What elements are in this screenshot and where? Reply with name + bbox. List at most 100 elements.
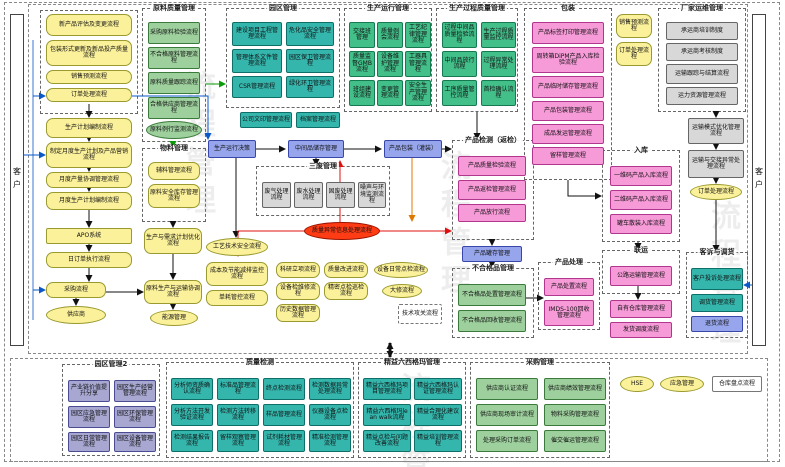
process-box[interactable]: 周转箱DiPM产品入库检验流程 [532, 47, 604, 73]
process-box[interactable]: 成本及节能减排监控流程 [206, 262, 268, 286]
process-box[interactable]: 采购流程 [46, 282, 106, 298]
process-box[interactable]: 供应商现场审计流程 [476, 404, 538, 426]
process-box[interactable]: 分析方法开发验证流程 [171, 404, 213, 426]
process-box[interactable]: 留样管理流程 [532, 147, 604, 165]
process-box[interactable]: 能源管理 [150, 310, 198, 326]
process-box[interactable]: 运力资源管理流程 [666, 87, 738, 105]
process-box[interactable]: 历史数据管理流程 [276, 304, 320, 322]
process-box[interactable]: 质量监督GMB流程 [349, 51, 375, 77]
process-box[interactable]: 公路运输管理流程 [610, 266, 672, 286]
process-box[interactable]: 精益点检与问题改善流程 [363, 430, 411, 452]
process-box[interactable]: 原料生产与运输协调流程 [144, 280, 202, 304]
process-box[interactable]: 试剂耗材管理流程 [263, 430, 305, 452]
process-box[interactable]: 合格供应商管理流程 [148, 97, 200, 119]
process-box[interactable]: 成品发运管理流程 [532, 124, 604, 144]
process-box[interactable]: 园区保卫管理流程 [286, 49, 334, 73]
process-box[interactable]: 精益六西格玛lean walk流程 [363, 404, 411, 426]
process-box[interactable]: 催交催运管理流程 [544, 430, 606, 452]
process-box[interactable]: 单耗管控流程 [206, 290, 268, 306]
process-box[interactable]: 检测数据异常处理流程 [309, 378, 351, 400]
process-box[interactable]: 检测方法转移流程 [217, 404, 259, 426]
process-box[interactable]: 承运商培训制度 [666, 22, 738, 40]
process-box[interactable]: 不合格原料管理流程 [148, 47, 200, 69]
process-box[interactable]: 不合格品处置管理流程 [458, 284, 526, 306]
process-box[interactable]: 月度产量协调管理流程 [46, 172, 132, 188]
process-box[interactable]: 精益六西格玛项目管理流程 [363, 378, 411, 400]
process-box[interactable]: 自有仓库管理流程 [610, 300, 672, 318]
process-box[interactable]: 分析师资质确认流程 [171, 378, 213, 400]
process-box[interactable]: 罐车散装入库流程 [610, 214, 672, 234]
process-box[interactable]: 运输模式优化管理流程 [688, 118, 744, 144]
process-box[interactable]: 留样观察管理流程 [217, 430, 259, 452]
process-box[interactable]: 过程中间品质量检验流程 [442, 22, 477, 48]
process-box[interactable]: 订单处理流程 [616, 42, 652, 66]
process-box[interactable]: 生产与需求计划优化流程 [144, 228, 202, 254]
process-box[interactable]: 档案管理流程 [296, 112, 340, 128]
process-box[interactable]: 园区设备管理流程 [114, 432, 156, 452]
process-box[interactable]: 包装形式更新及新品投产质量流程 [46, 40, 132, 66]
process-box[interactable]: 订单处理流程 [46, 88, 132, 102]
process-box[interactable]: 废气处理流程 [262, 182, 291, 208]
process-box[interactable]: 产品包装管理流程 [532, 101, 604, 121]
process-box[interactable]: 精益六西格玛认证管理流程 [414, 378, 462, 400]
process-box[interactable]: 技术攻关流程 [398, 304, 442, 324]
process-box[interactable]: 承运商考核制度 [666, 43, 738, 61]
process-box[interactable]: 销售预测流程 [616, 14, 652, 38]
process-box[interactable]: 班组建设流程 [349, 80, 375, 106]
process-box[interactable]: 产品处置流程 [544, 278, 594, 296]
process-box[interactable]: 供应商认证流程 [476, 378, 538, 400]
process-box[interactable]: 运输与交接异常处理流程 [688, 150, 744, 178]
process-box[interactable]: 园区应急管理流程 [68, 406, 110, 428]
process-box[interactable]: 噪声与环境监测流程 [358, 182, 386, 208]
process-box[interactable]: 设备日常点检流程 [374, 262, 428, 278]
process-box[interactable]: CSR管理流程 [232, 76, 282, 98]
process-box[interactable]: 工艺技术安全流程 [206, 238, 268, 256]
process-box[interactable]: 日订单执行流程 [46, 252, 132, 268]
process-box[interactable]: 绿化环卫管理流程 [286, 76, 334, 98]
process-box[interactable]: IMDS-100回收管理流程 [544, 300, 594, 326]
process-box[interactable]: 处理采购订单流程 [476, 430, 538, 452]
process-box[interactable]: 新产品评估及变更流程 [46, 14, 132, 36]
process-box[interactable]: 精益培训管理流程 [414, 430, 462, 452]
process-box[interactable]: 首检确认流程 [481, 80, 516, 106]
process-box[interactable]: 中间品放行流程 [442, 51, 477, 77]
process-box[interactable]: 废水处理流程 [294, 182, 323, 208]
process-box[interactable]: 交接班管理 [349, 22, 375, 48]
process-box[interactable]: 精准检测管理流程 [309, 430, 351, 452]
process-box[interactable]: 产品放行流程 [458, 204, 526, 222]
process-box[interactable]: 退货流程 [691, 316, 743, 332]
process-box[interactable]: 二维码产品入库流程 [610, 190, 672, 210]
process-box[interactable]: 产品临时储存管理流程 [532, 76, 604, 98]
process-box[interactable]: 公司文印管理流程 [240, 112, 292, 128]
process-box[interactable]: 样品管理流程 [263, 404, 305, 426]
process-box[interactable]: 销售预测流程 [46, 70, 132, 84]
process-box[interactable]: 应急管理 [660, 376, 704, 392]
process-box[interactable]: 园区日常管理流程 [68, 432, 110, 452]
process-box[interactable]: 变更管理流程 [377, 80, 403, 106]
process-box[interactable]: 不合格品回收管理流程 [458, 310, 526, 332]
process-box[interactable]: 生产过程质量监控流程 [481, 22, 516, 48]
process-box[interactable]: 建设项目工程管理流程 [232, 22, 282, 46]
process-box[interactable]: 科研立项流程 [276, 262, 320, 278]
process-box[interactable]: 订单处理流程 [690, 184, 742, 200]
process-box[interactable]: 一维码产品入库流程 [610, 166, 672, 186]
process-box[interactable]: 标准品管理流程 [217, 378, 259, 400]
process-box[interactable]: 管理体系文件管理流程 [232, 49, 282, 73]
quality-alert-node[interactable]: 质量异常信息处理流程 [304, 222, 380, 240]
process-box[interactable]: 终点检测流程 [263, 378, 305, 400]
process-box[interactable]: 物料采购管理流程 [544, 404, 606, 426]
process-box[interactable]: 辅料管理流程 [148, 162, 200, 180]
process-box[interactable]: 检测结果报告流程 [171, 430, 213, 452]
process-box[interactable]: 原料安全库存管理流程 [148, 184, 200, 208]
process-box[interactable]: 安全生产管理流程 [405, 80, 431, 106]
process-box[interactable]: 生产计划编制流程 [46, 118, 132, 138]
process-box[interactable]: APO系统 [46, 228, 132, 244]
process-box[interactable]: 中间品储存管理 [288, 140, 344, 158]
process-box[interactable]: 产品返检管理流程 [458, 180, 526, 200]
process-box[interactable]: 运输跟踪与结算流程 [666, 64, 738, 84]
process-box[interactable]: 采购原料检验流程 [148, 22, 200, 44]
process-box[interactable]: 质量例会流程 [377, 22, 403, 48]
process-box[interactable]: 质量改进流程 [324, 262, 368, 278]
process-box[interactable]: 供应商绩效管理流程 [544, 378, 606, 400]
supplier-node[interactable]: 供应商 [46, 306, 106, 324]
